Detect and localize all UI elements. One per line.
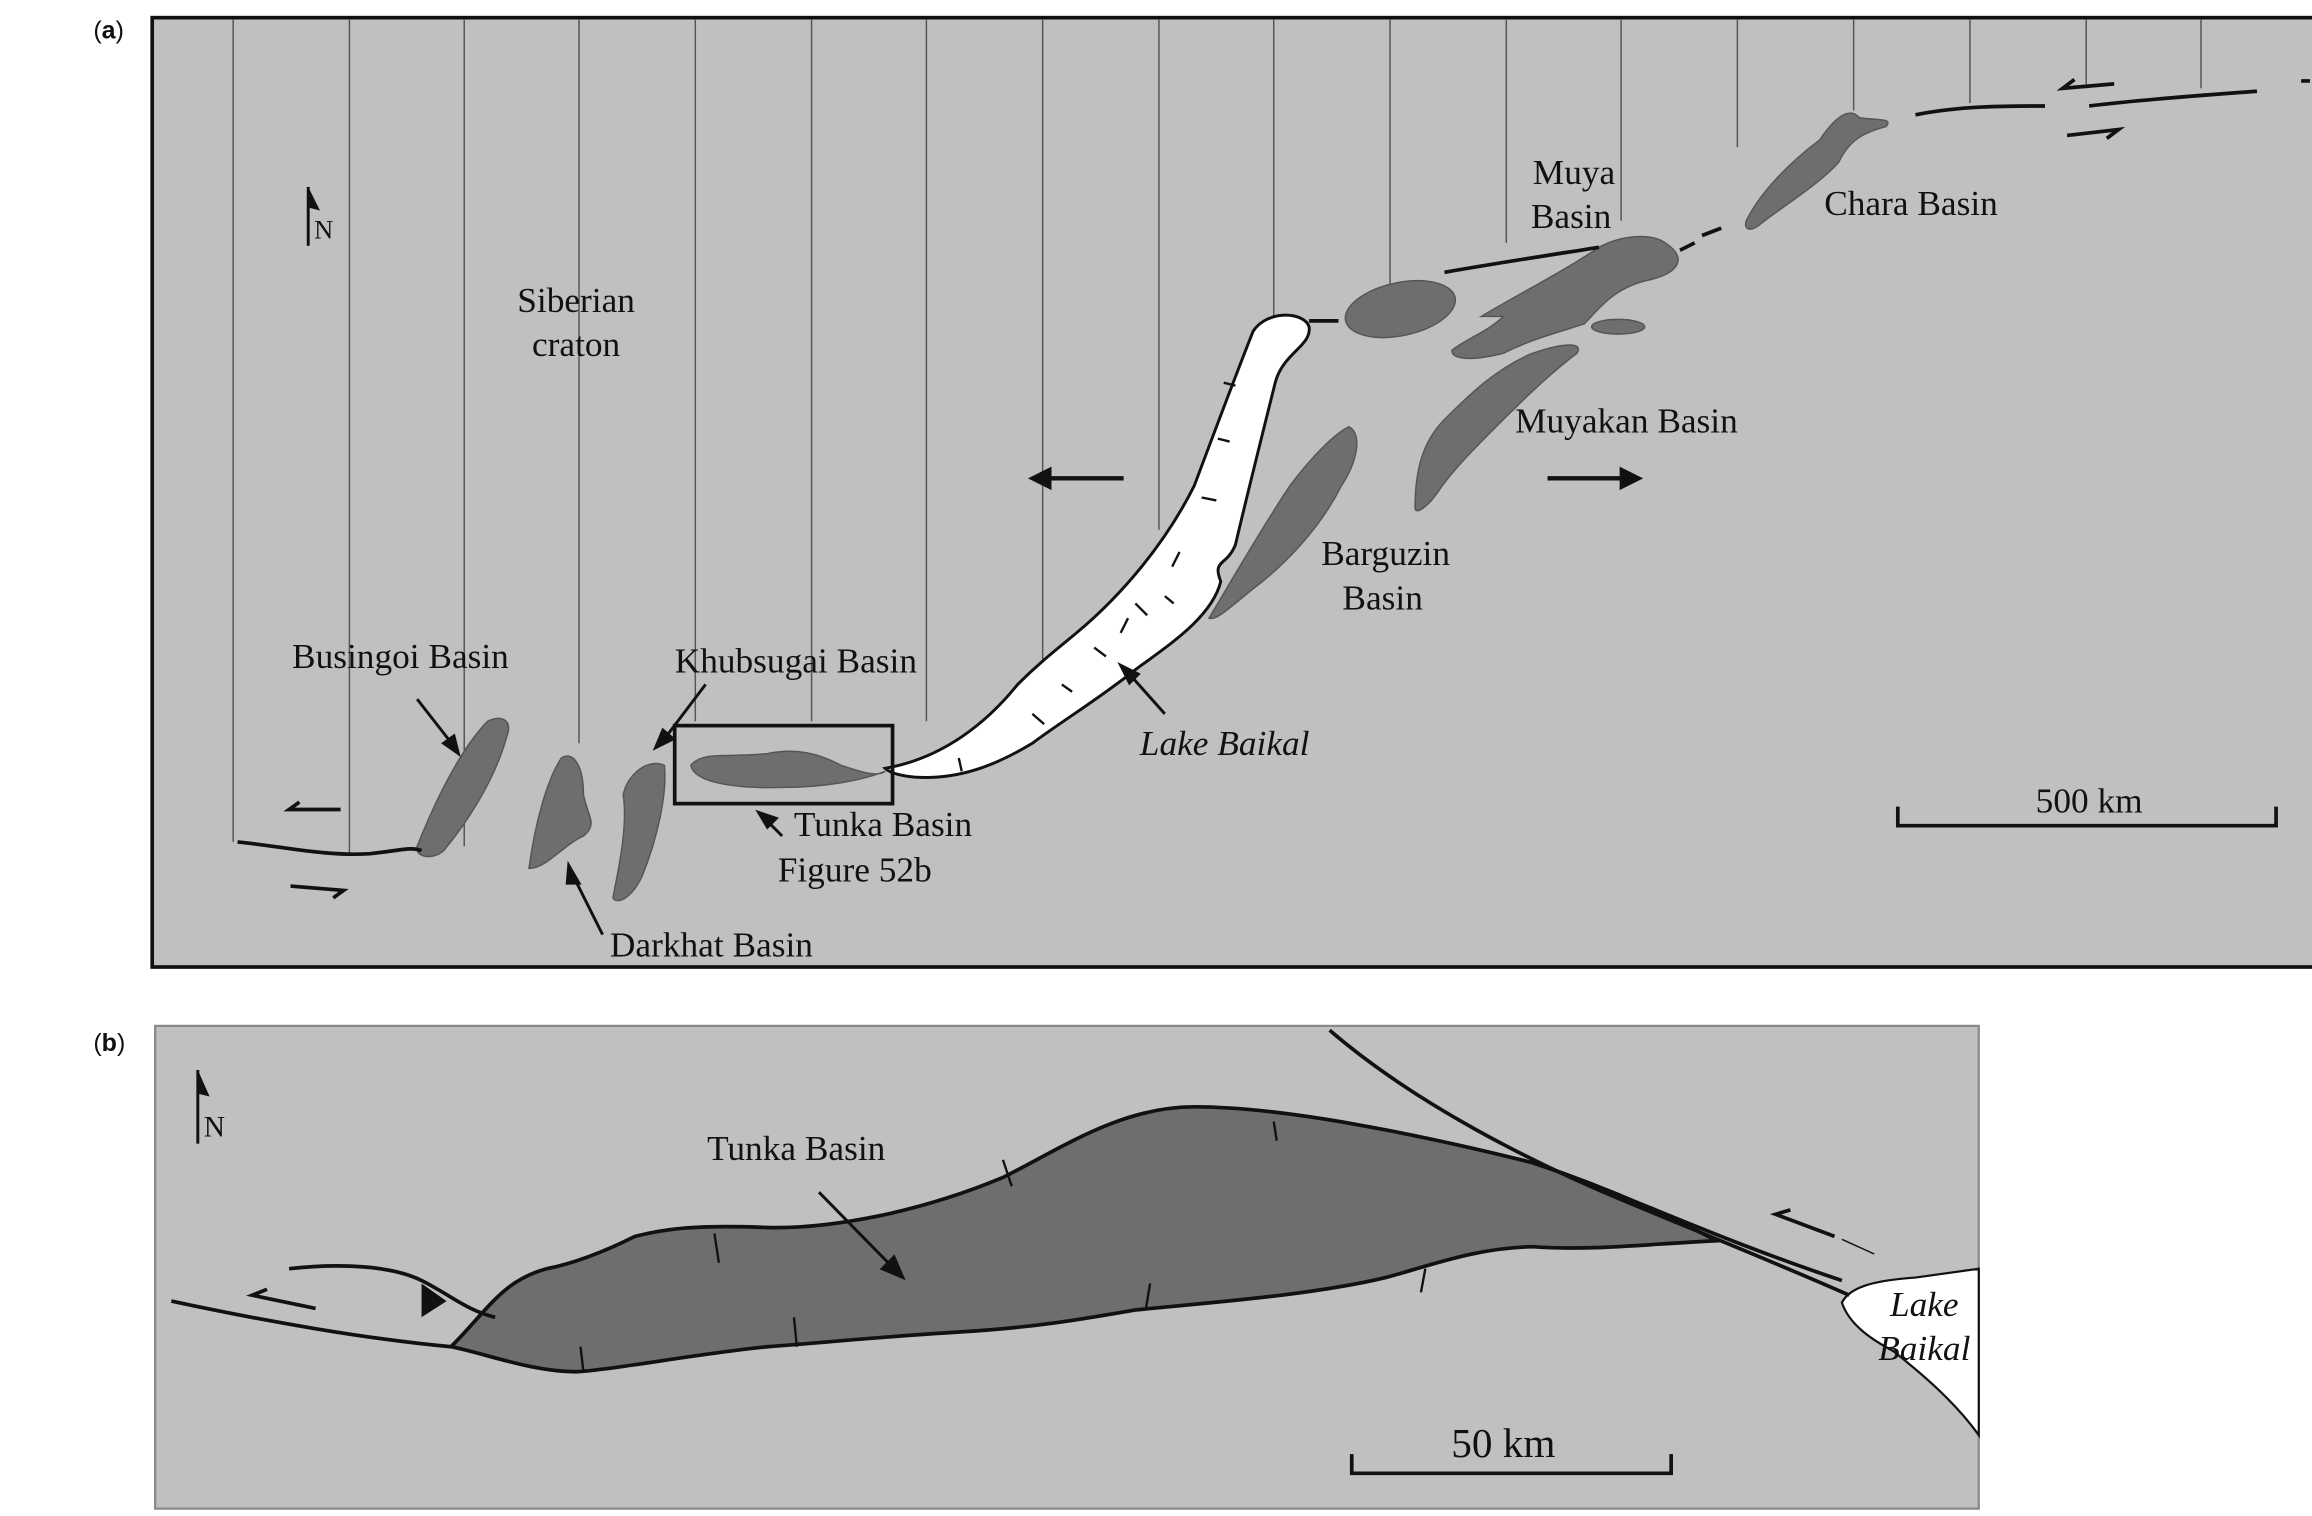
north-arrow-b: N bbox=[196, 1070, 225, 1144]
label-lake-b-2: Baikal bbox=[1878, 1329, 1970, 1368]
lake-baikal-b bbox=[1840, 1267, 1980, 1439]
busingoi-basin-shape bbox=[416, 717, 510, 858]
muya-small-basin-shape bbox=[1590, 318, 1646, 335]
label-muya-1: Muya bbox=[1533, 153, 1616, 192]
fault-west bbox=[237, 840, 423, 856]
extension-arrow-left bbox=[1027, 466, 1124, 491]
shear-arrows-west bbox=[283, 800, 349, 900]
svg-text:N: N bbox=[204, 1111, 225, 1143]
label-tunka-basin-b: Tunka Basin bbox=[707, 1129, 886, 1168]
muya-west-basin-shape bbox=[1344, 279, 1457, 339]
tunka-pointer bbox=[817, 1191, 906, 1281]
label-barguzin-2: Basin bbox=[1342, 578, 1423, 617]
fault-b-north-2 bbox=[1532, 1161, 1843, 1283]
svg-text:500 km: 500 km bbox=[2036, 781, 2143, 820]
north-arrow-a: N bbox=[306, 186, 333, 246]
svg-text:50 km: 50 km bbox=[1451, 1420, 1555, 1466]
panel-a: (a) bbox=[93, 15, 2312, 969]
fault-b-north-1 bbox=[1328, 1028, 1850, 1297]
khubsugai-basin-shape bbox=[612, 762, 666, 902]
fault-tick bbox=[1061, 683, 1073, 693]
label-muya-2: Basin bbox=[1531, 197, 1612, 236]
scale-bar-b: 50 km bbox=[1349, 1420, 1673, 1476]
shear-arrows-east bbox=[2056, 78, 2126, 140]
lake-baikal-a bbox=[882, 313, 1311, 779]
thrust-triangle bbox=[421, 1283, 447, 1318]
darkhat-basin-shape bbox=[528, 755, 592, 870]
label-pointers bbox=[415, 661, 1166, 936]
fault-muya bbox=[1444, 226, 1722, 275]
label-tunka-basin-a: Tunka Basin bbox=[794, 805, 973, 844]
fault-tick bbox=[1031, 712, 1045, 726]
fault-east-1 bbox=[1915, 104, 2045, 117]
fault-tick bbox=[1093, 646, 1107, 658]
label-lake-baikal-a: Lake Baikal bbox=[1139, 724, 1310, 763]
label-khubsugai-basin: Khubsugai Basin bbox=[675, 642, 918, 681]
tunka-basin-shape-a bbox=[690, 750, 886, 789]
label-chara-basin: Chara Basin bbox=[1824, 184, 1998, 223]
label-darkhat-basin: Darkhat Basin bbox=[610, 926, 813, 965]
fault-tick bbox=[1134, 602, 1149, 617]
label-siberian-craton-1: Siberian bbox=[517, 281, 635, 320]
label-muyakan-basin: Muyakan Basin bbox=[1515, 402, 1738, 441]
fault-tick bbox=[1201, 496, 1217, 502]
panel-b-label: (b) bbox=[93, 1029, 125, 1057]
fault-b-thrust bbox=[288, 1264, 496, 1320]
panel-b: (b) N Tunka Basin Lake Baikal bbox=[93, 1024, 1980, 1510]
label-siberian-craton-2: craton bbox=[532, 325, 621, 364]
label-figure-52b[interactable]: Figure 52b bbox=[778, 851, 932, 890]
svg-text:N: N bbox=[314, 214, 333, 244]
fault-tick bbox=[1217, 437, 1230, 443]
label-barguzin-1: Barguzin bbox=[1321, 534, 1450, 573]
label-lake-b-1: Lake bbox=[1889, 1285, 1959, 1324]
fault-tick bbox=[1223, 381, 1236, 387]
extension-arrow-right bbox=[1547, 466, 1644, 491]
fault-tick bbox=[1164, 595, 1175, 605]
chara-basin-shape bbox=[1744, 112, 1889, 230]
fault-ticks-b bbox=[579, 1121, 1427, 1372]
fault-tick bbox=[1171, 551, 1181, 568]
fault-tick bbox=[1119, 617, 1130, 634]
barguzin-basin-shape bbox=[1207, 426, 1358, 620]
shear-arrows-b bbox=[245, 1208, 1836, 1311]
label-busingoi-basin: Busingoi Basin bbox=[292, 637, 509, 676]
craton-hatching bbox=[232, 19, 2202, 854]
fault-b-south bbox=[170, 1299, 452, 1349]
panel-a-label: (a) bbox=[93, 16, 124, 44]
scale-bar-a: 500 km bbox=[1895, 781, 2278, 828]
muyakan-basin-shape bbox=[1414, 344, 1580, 512]
figure-52b-inset-box[interactable] bbox=[672, 723, 895, 806]
fault-tick bbox=[957, 757, 963, 772]
fault-east-2 bbox=[2088, 79, 2310, 108]
